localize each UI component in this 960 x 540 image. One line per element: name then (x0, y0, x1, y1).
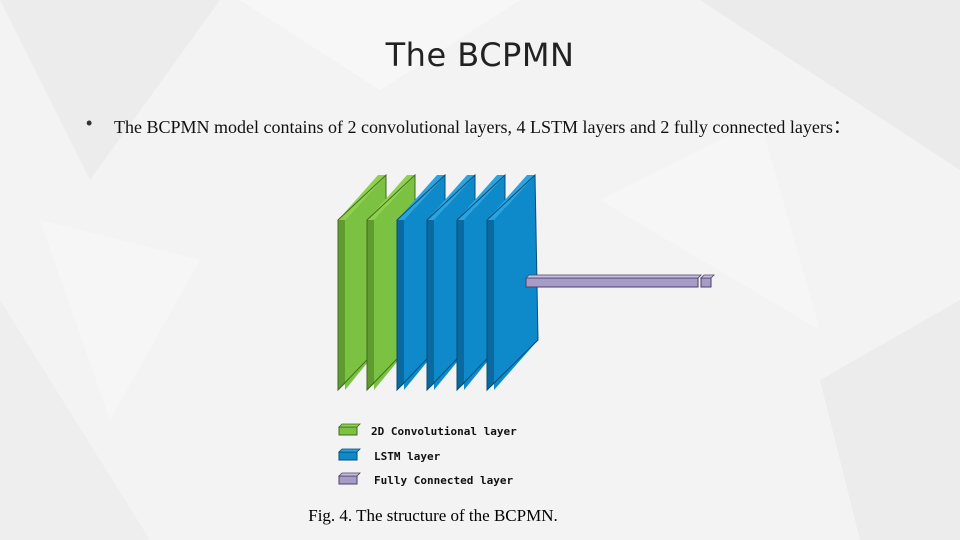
legend-label-lstm: LSTM layer (374, 450, 441, 463)
legend-item-lstm: LSTM layer (338, 448, 441, 463)
bullet-dot: • (86, 113, 93, 133)
fc-layer-1 (525, 274, 702, 288)
legend-label-conv: 2D Convolutional layer (371, 425, 517, 438)
lstm-layer-4 (486, 173, 539, 392)
fc-layer-2 (700, 274, 715, 288)
bullet-text: The BCPMN model contains of 2 convolutio… (114, 117, 851, 137)
legend-item-conv: 2D Convolutional layer (338, 423, 517, 438)
legend: 2D Convolutional layer LSTM layer Fully … (338, 423, 517, 487)
slide-title: The BCPMN (385, 36, 575, 74)
figure-caption: Fig. 4. The structure of the BCPMN. (308, 506, 558, 525)
legend-label-fc: Fully Connected layer (374, 474, 513, 487)
bcpmn-structure-diagram: 2D Convolutional layer LSTM layer Fully … (337, 173, 715, 487)
legend-item-fc: Fully Connected layer (338, 472, 513, 487)
